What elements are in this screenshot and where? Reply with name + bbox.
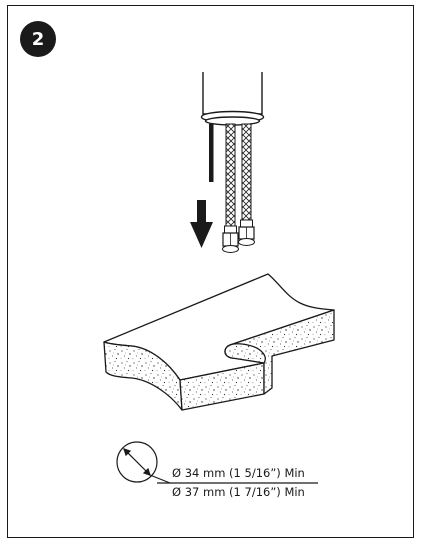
faucet-body xyxy=(200,72,265,126)
mounting-rod xyxy=(209,124,214,182)
alternate-hole-diameter-label: Ø 37 mm (1 7/16”) Min xyxy=(172,485,305,499)
braided-hose-right xyxy=(238,123,255,246)
step-number-badge: 2 xyxy=(20,21,56,57)
braided-hose-left xyxy=(222,123,239,253)
down-arrow-icon xyxy=(190,200,213,248)
countertop xyxy=(103,273,335,411)
diameter-symbol-icon xyxy=(116,441,318,484)
minimum-hole-diameter-label: Ø 34 mm (1 5/16”) Min xyxy=(172,466,305,480)
